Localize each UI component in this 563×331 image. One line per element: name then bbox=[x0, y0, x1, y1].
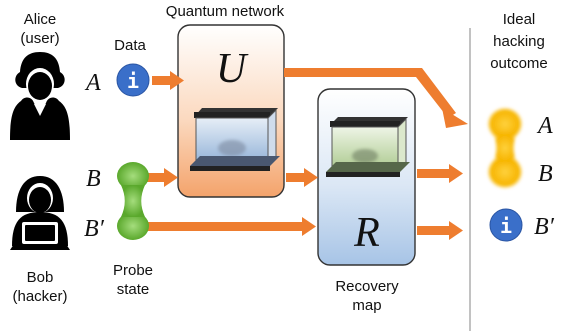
ideal-state-icon bbox=[488, 108, 522, 188]
quantum-network-title: Quantum network bbox=[166, 3, 285, 20]
output-label-B-prime: B′ bbox=[534, 214, 555, 240]
bob-name: Bob bbox=[27, 269, 54, 286]
recovery-map-label-line1: Recovery bbox=[335, 278, 399, 295]
arrow-network-to-ideal-A bbox=[284, 68, 468, 128]
ideal-outcome-title-line3: outcome bbox=[490, 55, 548, 72]
input-label-B-prime: B′ bbox=[84, 216, 105, 242]
alice-avatar-icon bbox=[10, 52, 70, 140]
arrow-recovery-to-ideal-B bbox=[417, 164, 463, 183]
arrow-data-to-network bbox=[152, 71, 184, 90]
bob-role: (hacker) bbox=[12, 288, 67, 305]
ideal-outcome-title-line2: hacking bbox=[493, 33, 545, 50]
input-label-B: B bbox=[86, 166, 101, 192]
svg-text:i: i bbox=[500, 214, 512, 238]
arrow-recovery-to-ideal-B-prime bbox=[417, 221, 463, 240]
probe-state-icon bbox=[117, 162, 149, 240]
info-icon: i bbox=[116, 63, 150, 97]
arrows bbox=[128, 68, 468, 240]
recovery-map-label-line2: map bbox=[352, 297, 381, 314]
ideal-outcome-title-line1: Ideal bbox=[503, 11, 536, 28]
output-label-A: A bbox=[536, 113, 553, 139]
unitary-U-label: U bbox=[216, 46, 249, 92]
svg-text:i: i bbox=[127, 69, 139, 93]
recovery-device-icon bbox=[326, 117, 410, 177]
alice-name: Alice bbox=[24, 11, 57, 28]
arrow-network-to-recovery bbox=[286, 168, 318, 187]
data-label: Data bbox=[114, 37, 146, 54]
input-label-A: A bbox=[84, 70, 101, 96]
recovery-R-label: R bbox=[353, 210, 380, 256]
alice-role: (user) bbox=[20, 30, 59, 47]
output-label-B: B bbox=[538, 161, 553, 187]
quantum-device-icon bbox=[190, 108, 280, 171]
info-icon-output: i bbox=[489, 208, 523, 242]
probe-state-label-line1: Probe bbox=[113, 262, 153, 279]
arrow-probe-prime-to-recovery bbox=[144, 217, 316, 236]
probe-state-label-line2: state bbox=[117, 281, 150, 298]
bob-avatar-icon bbox=[10, 176, 70, 250]
